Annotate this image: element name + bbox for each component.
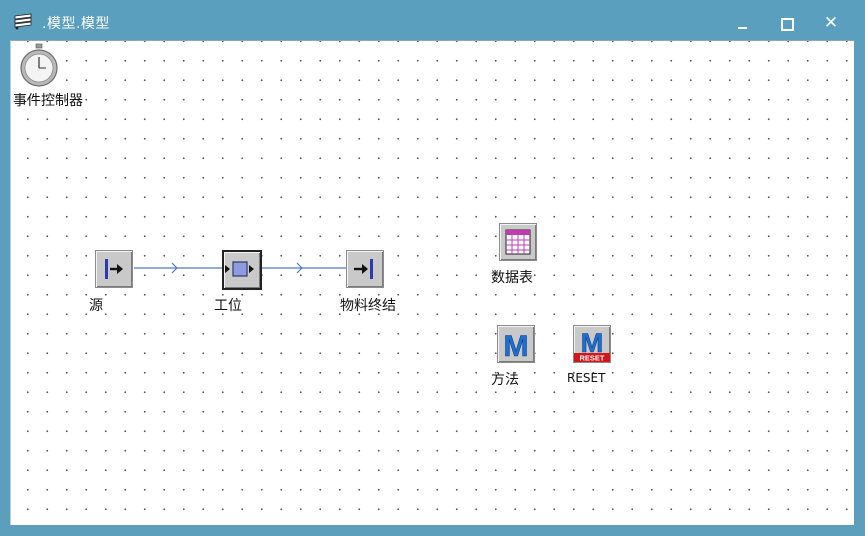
connector-source-station[interactable] <box>11 41 854 525</box>
reset-method-object[interactable]: M RESET RESET <box>565 323 625 393</box>
method-box <box>497 325 535 363</box>
source-object[interactable]: 源 <box>87 247 137 317</box>
drain-box <box>346 250 384 288</box>
maximize-button[interactable] <box>767 8 807 38</box>
event-controller[interactable]: 事件控制器 <box>11 41 111 113</box>
station-icon <box>225 261 254 277</box>
title-bar[interactable]: .模型.模型 ✕ <box>0 0 865 40</box>
drain-icon <box>354 259 373 279</box>
table-object[interactable]: 数据表 <box>489 221 549 291</box>
table-label: 数据表 <box>491 270 533 286</box>
method-label: 方法 <box>491 372 519 388</box>
source-icon <box>105 259 123 279</box>
reset-method-label: RESET <box>567 371 606 385</box>
model-canvas[interactable]: 事件控制器 源 工位 物料终结 <box>10 40 854 525</box>
reset-method-icon: M RESET <box>574 328 610 363</box>
close-icon: ✕ <box>823 13 839 33</box>
station-label: 工位 <box>214 298 242 314</box>
reset-method-glyph: M <box>581 328 604 358</box>
event-controller-label: 事件控制器 <box>13 93 83 109</box>
window-bottom-border <box>0 526 865 536</box>
window-title: .模型.模型 <box>42 16 110 32</box>
method-icon: M <box>503 330 529 364</box>
drain-object[interactable]: 物料终结 <box>337 247 417 317</box>
stopwatch-icon <box>20 43 58 87</box>
method-glyph: M <box>504 330 529 363</box>
source-label: 源 <box>89 298 103 314</box>
reset-badge: RESET <box>579 354 604 363</box>
connector-station-drain[interactable] <box>11 41 854 525</box>
method-object[interactable]: M 方法 <box>489 323 549 393</box>
station-object[interactable]: 工位 <box>211 247 271 317</box>
close-button[interactable]: ✕ <box>811 8 851 38</box>
drain-label: 物料终结 <box>340 298 396 314</box>
app-icon <box>14 13 32 30</box>
minimize-icon <box>738 27 747 29</box>
table-icon <box>505 229 531 255</box>
maximize-icon <box>781 18 794 31</box>
minimize-button[interactable] <box>723 8 763 38</box>
